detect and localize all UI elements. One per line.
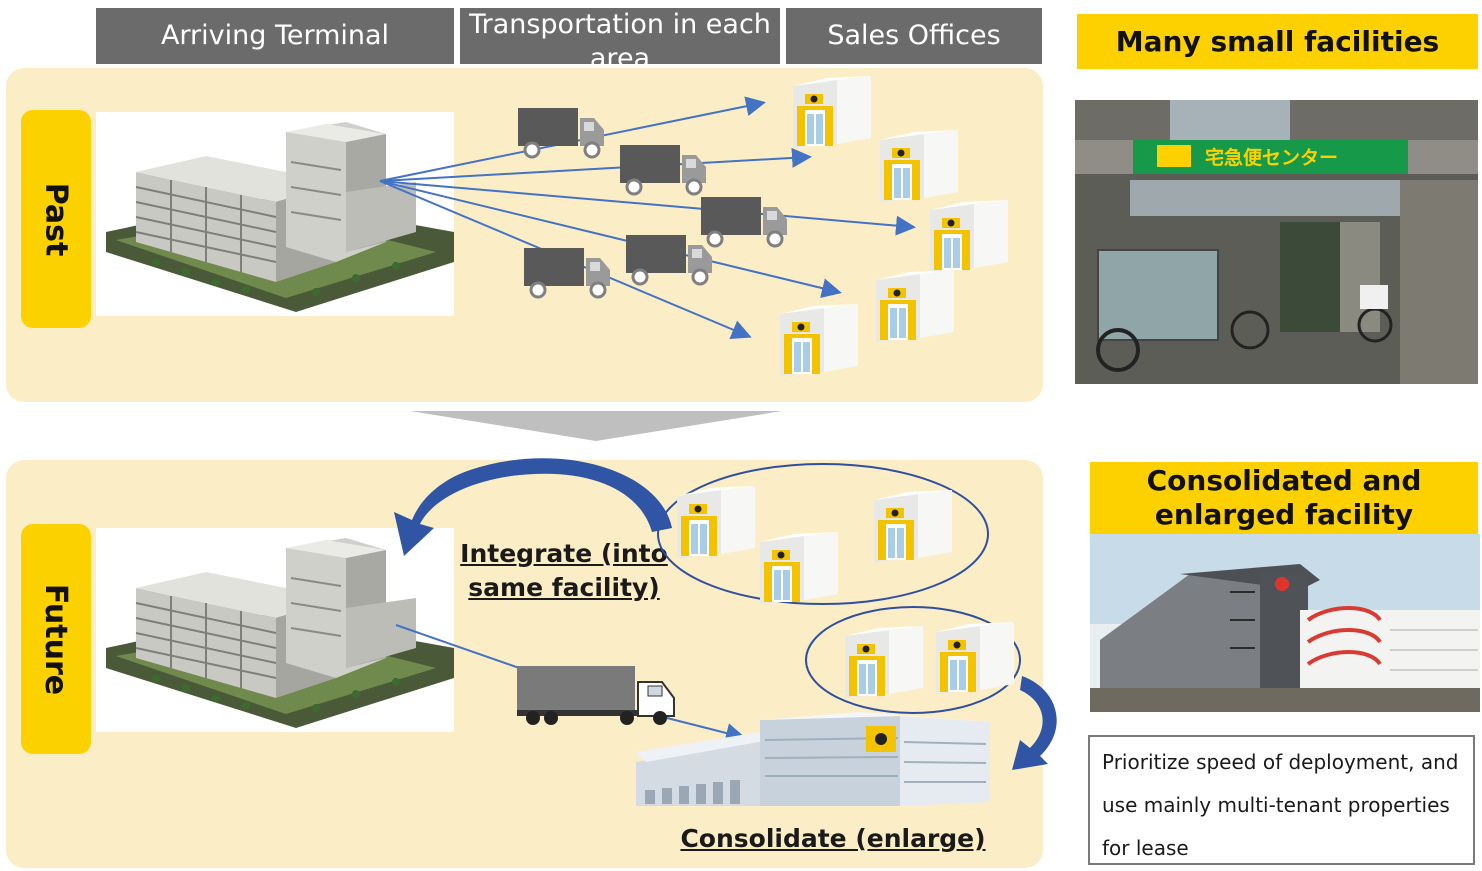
integrate-office-1 <box>677 486 755 558</box>
consolidate-office-2 <box>936 622 1014 694</box>
consolidate-ellipse <box>805 606 1021 714</box>
transition-arrow <box>410 411 782 441</box>
many-small-title: Many small facilities <box>1077 14 1478 69</box>
truck-3 <box>699 195 789 248</box>
consolidated-title: Consolidated and enlarged facility <box>1090 462 1478 534</box>
sales-office-2 <box>880 130 958 202</box>
small-facility-photo: 宅急便センター <box>1075 100 1478 384</box>
large-facility-photo <box>1090 534 1480 712</box>
sales-office-4 <box>876 270 954 342</box>
future-terminal-building <box>95 527 455 733</box>
strategy-note: Prioritize speed of deployment, and use … <box>1088 735 1475 865</box>
future-route-2 <box>662 716 746 743</box>
header-arriving-terminal: Arriving Terminal <box>96 8 454 64</box>
consolidate-caption: Consolidate (enlarge) <box>680 824 986 853</box>
truck-1 <box>516 106 606 159</box>
large-facility <box>636 712 990 806</box>
integrate-office-3 <box>874 490 952 562</box>
truck-4 <box>624 233 714 286</box>
consolidate-curve-arrow <box>1012 676 1057 770</box>
sales-office-1 <box>793 76 871 148</box>
large-truck <box>517 666 675 725</box>
integrate-ellipse <box>657 463 989 605</box>
consolidate-office-1 <box>845 626 923 698</box>
future-label: Future <box>21 524 91 754</box>
sales-office-5 <box>780 304 858 376</box>
integrate-curve-arrow <box>394 458 672 556</box>
future-route-1 <box>395 624 526 671</box>
integrate-office-2 <box>760 532 838 604</box>
truck-2 <box>618 143 708 196</box>
sales-office-3 <box>930 200 1008 272</box>
header-transportation: Transportation in each area <box>460 8 780 64</box>
truck-5 <box>522 246 612 299</box>
past-label: Past <box>21 110 91 328</box>
integrate-caption: Integrate (into same facility) <box>460 539 668 602</box>
past-routes <box>379 96 916 340</box>
past-terminal-building <box>95 111 455 317</box>
sign-text: 宅急便センター <box>1205 146 1338 169</box>
header-sales-offices: Sales Offices <box>786 8 1042 64</box>
